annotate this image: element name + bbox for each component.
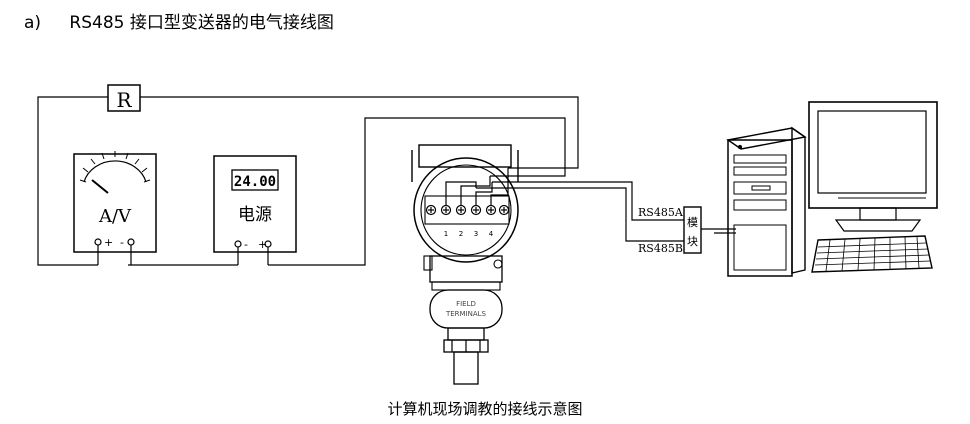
terminal-screws	[425, 204, 510, 216]
resistor-label: R	[116, 88, 132, 112]
meter-plus-sign: +	[104, 236, 113, 249]
rs485-module	[683, 206, 702, 254]
meter-needle	[91, 179, 109, 194]
module-char-1: 模	[687, 216, 698, 229]
diagram-caption: 计算机现场调教的接线示意图	[387, 400, 583, 418]
rs485b-label: RS485B	[638, 242, 683, 255]
power-display-value: 24.00	[234, 174, 276, 190]
page-heading: a) RS485 接口型变送器的电气接线图	[24, 8, 334, 33]
terminal-block	[424, 195, 510, 225]
computer-monitor	[808, 101, 938, 232]
pressure-transmitter	[411, 144, 519, 385]
keyboard	[811, 235, 933, 273]
computer-tower	[726, 126, 807, 277]
terminals-label: TERMINALS	[445, 310, 487, 318]
meter-label: A/V	[98, 206, 132, 227]
heading-index: a)	[24, 13, 42, 33]
power-display	[231, 169, 279, 191]
resistor	[107, 84, 141, 112]
module-char-2: 块	[687, 235, 698, 248]
terminal-number-1: 1	[444, 230, 448, 238]
meter-minus-sign: -	[120, 236, 124, 249]
power-minus-sign: -	[244, 238, 248, 251]
power-supply-label: 电源	[238, 205, 272, 225]
circuit-wires	[37, 96, 736, 266]
terminal-number-2: 2	[459, 230, 463, 238]
power-supply	[213, 155, 297, 265]
terminal-leads	[445, 168, 509, 205]
terminal-number-3: 3	[474, 230, 478, 238]
meter	[73, 151, 157, 265]
power-plus-sign: +	[258, 238, 267, 251]
rs485a-label: RS485A	[638, 206, 684, 219]
field-label: FIELD	[456, 300, 476, 308]
heading-title: RS485 接口型变送器的电气接线图	[69, 13, 334, 33]
terminal-number-4: 4	[489, 230, 494, 238]
